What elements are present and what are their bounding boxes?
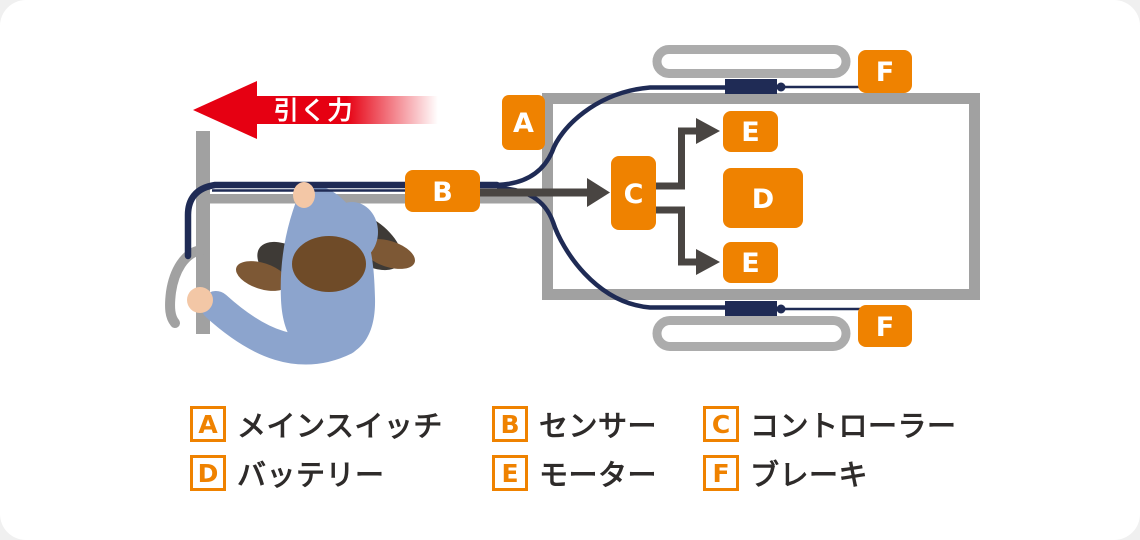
motor-hub-top (725, 79, 777, 94)
box-battery-letter: D (752, 184, 774, 215)
person-hand-lower (187, 287, 213, 313)
box-motor-top-letter: E (741, 117, 759, 148)
box-brake-top (858, 50, 912, 93)
handle-bar (209, 194, 543, 204)
box-brake-bottom-letter: F (876, 312, 894, 343)
person-shoe-left (236, 261, 288, 291)
person-hair (292, 236, 366, 292)
pull-force-arrow: 引く力 (193, 81, 438, 139)
box-brake-bottom (858, 305, 912, 347)
wire-main-handle (184, 181, 501, 260)
pull-force-arrow-body (255, 96, 438, 124)
handle-post (196, 131, 210, 334)
wire-joint-top (776, 82, 786, 92)
person-top-view (187, 184, 415, 365)
person-shoe-right (363, 239, 415, 269)
arrow-c-to-e-top (656, 127, 697, 190)
person-arm (201, 291, 360, 365)
arrow-c-to-e-bottom (656, 206, 697, 266)
wheel-top (652, 45, 851, 78)
box-main-switch (502, 95, 545, 150)
box-controller-letter: C (624, 179, 644, 210)
box-main-switch-letter: A (513, 108, 534, 139)
box-motor-top (723, 111, 778, 152)
pull-force-arrowhead (193, 81, 257, 139)
arrowhead-b-to-c (587, 178, 610, 207)
arrowhead-c-to-e-top (696, 118, 720, 144)
wire-joint-bottom (776, 304, 786, 314)
box-battery (723, 168, 803, 228)
box-brake-top-letter: F (876, 57, 894, 88)
person-hand-upper (293, 182, 315, 208)
arrowhead-c-to-e-bottom (696, 249, 720, 275)
wire-branch-top (496, 85, 742, 188)
component-boxes: A B C D E E F F (405, 50, 912, 347)
box-sensor-letter: B (432, 177, 453, 208)
pull-force-label: 引く力 (273, 96, 354, 125)
box-controller (611, 156, 656, 230)
motor-hub-bottom (725, 301, 777, 316)
box-sensor (405, 170, 480, 212)
box-motor-bottom-letter: E (741, 248, 759, 279)
wheel-bottom (652, 316, 851, 351)
box-motor-bottom (723, 242, 778, 283)
